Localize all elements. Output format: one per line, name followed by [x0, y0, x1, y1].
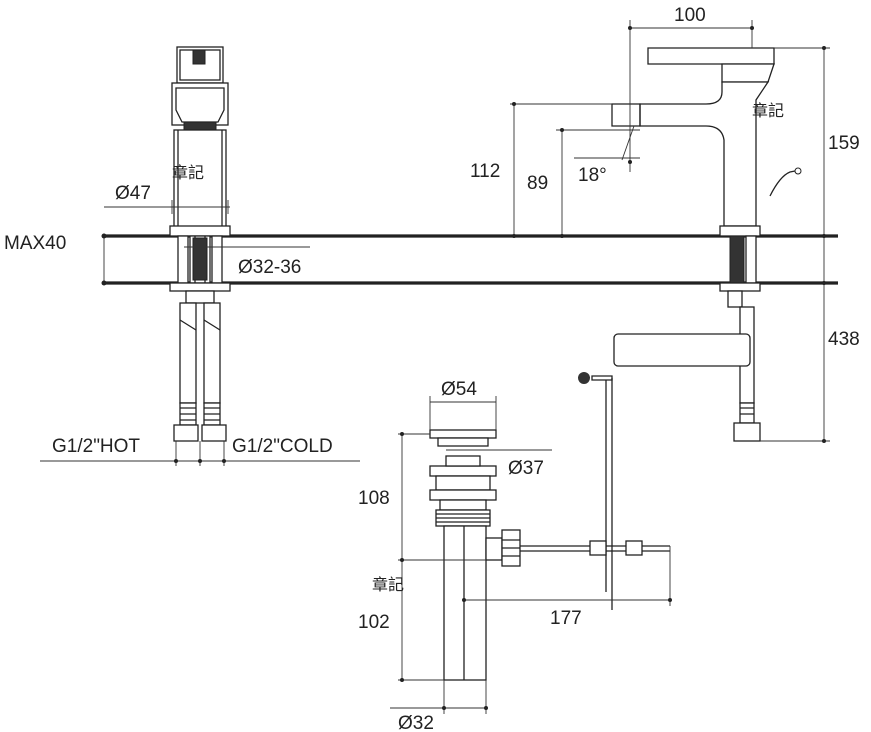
waste-upper-height-label: 108	[358, 488, 390, 509]
stamp-waste: 章記	[372, 575, 404, 594]
stamp-side: 章記	[752, 101, 784, 120]
waste-top-diameter-label: Ø54	[441, 379, 477, 400]
overall-height-label: 159	[828, 133, 860, 154]
spout-angle-label: 18°	[578, 165, 607, 186]
hot-inlet-label: G1/2"HOT	[52, 436, 140, 457]
countertop: MAX40	[4, 233, 838, 286]
body-diameter-label: Ø47	[115, 183, 151, 204]
side-view: 章記 100 159 438 112	[470, 5, 860, 443]
waste-tube-diameter-label: Ø32	[398, 713, 434, 732]
waste-assembly: Ø54 Ø37 108 章記 102 177 Ø32	[358, 379, 672, 732]
outlet-height-label: 89	[527, 173, 548, 194]
waste-thread-diameter-label: Ø37	[508, 458, 544, 479]
hose-length-label: 438	[828, 329, 860, 350]
popup-rod	[578, 333, 751, 610]
stamp-front: 章記	[172, 163, 204, 182]
spout-height-label: 112	[470, 161, 500, 182]
waste-lower-height-label: 102	[358, 612, 390, 633]
cold-inlet-label: G1/2"COLD	[232, 436, 333, 457]
spout-reach-label: 100	[674, 5, 706, 26]
front-view: Ø47 章記 Ø32-36 G1/2"HOT G1/2"COLD	[40, 46, 360, 466]
hole-diameter-label: Ø32-36	[238, 257, 301, 278]
waste-reach-label: 177	[550, 608, 582, 629]
max-thickness-label: MAX40	[4, 233, 66, 254]
